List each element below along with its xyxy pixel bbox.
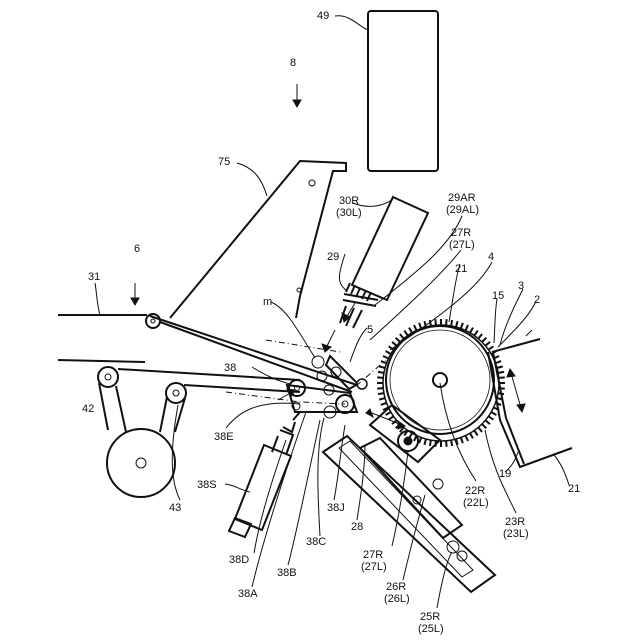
cover-hole-small bbox=[297, 288, 301, 292]
label-19: 19 bbox=[499, 468, 511, 480]
label-38j: 38J bbox=[327, 502, 345, 514]
label-8: 8 bbox=[290, 57, 296, 69]
label-30l: (30L) bbox=[336, 207, 362, 219]
label-43: 43 bbox=[169, 502, 181, 514]
lower-plate bbox=[58, 360, 145, 362]
roll-42-hub bbox=[136, 458, 146, 468]
label-25r: 25R bbox=[420, 611, 440, 623]
label-28: 28 bbox=[351, 521, 363, 533]
label-22r: 22R bbox=[465, 485, 485, 497]
label-6: 6 bbox=[134, 243, 140, 255]
label-26r: 26R bbox=[386, 581, 406, 593]
label-27r-top: 27R bbox=[451, 227, 471, 239]
label-42: 42 bbox=[82, 403, 94, 415]
label-23r: 23R bbox=[505, 516, 525, 528]
label-27l-bottom: (27L) bbox=[361, 561, 387, 573]
label-23l: (23L) bbox=[503, 528, 529, 540]
belt-upper bbox=[118, 369, 300, 392]
cover-75 bbox=[170, 161, 346, 318]
label-38d: 38D bbox=[229, 554, 249, 566]
roller-small-a-hub bbox=[105, 374, 111, 380]
label-38c: 38C bbox=[306, 536, 326, 548]
label-38: 38 bbox=[224, 362, 236, 374]
label-38e: 38E bbox=[214, 431, 234, 443]
roller-6-hub bbox=[151, 319, 155, 323]
upper-guide bbox=[160, 322, 352, 392]
label-15: 15 bbox=[492, 290, 504, 302]
roller-small-a bbox=[98, 367, 118, 387]
reference-labels: 49 8 75 30R (30L) 29AR (29AL) 27R (27L) … bbox=[82, 10, 580, 635]
label-29al: (29AL) bbox=[446, 204, 479, 216]
sensor-box-49 bbox=[368, 11, 438, 171]
label-38s: 38S bbox=[197, 479, 217, 491]
label-31: 31 bbox=[88, 271, 100, 283]
label-27r-bottom: 27R bbox=[363, 549, 383, 561]
label-21-top: 21 bbox=[455, 263, 467, 275]
label-38a: 38A bbox=[238, 588, 258, 600]
label-2: 2 bbox=[534, 294, 540, 306]
gear-27r-small-hub bbox=[404, 437, 412, 445]
label-30r: 30R bbox=[339, 195, 359, 207]
dashdot-38e bbox=[226, 392, 345, 404]
gear-21 bbox=[377, 319, 505, 447]
cover-hole bbox=[309, 180, 315, 186]
label-m: m bbox=[263, 296, 272, 308]
roller-small-b-hub bbox=[173, 390, 179, 396]
label-4: 4 bbox=[488, 251, 494, 263]
gear-teeth bbox=[377, 319, 505, 447]
label-49: 49 bbox=[317, 10, 329, 22]
roller-small-b bbox=[166, 383, 186, 403]
label-22l: (22L) bbox=[463, 497, 489, 509]
label-25l: (25L) bbox=[418, 623, 444, 635]
label-75: 75 bbox=[218, 156, 230, 168]
label-29: 29 bbox=[327, 251, 339, 263]
label-5: 5 bbox=[367, 324, 373, 336]
actuator-38s bbox=[229, 412, 300, 537]
belt-43 bbox=[99, 383, 185, 432]
roll-42 bbox=[107, 429, 175, 497]
label-38b: 38B bbox=[277, 567, 297, 579]
label-29ar: 29AR bbox=[448, 192, 476, 204]
label-26l: (26L) bbox=[384, 593, 410, 605]
label-27l-top: (27L) bbox=[449, 239, 475, 251]
guide-19 bbox=[488, 352, 572, 467]
label-21-bottom: 21 bbox=[568, 483, 580, 495]
leader-lines bbox=[95, 16, 569, 608]
label-3: 3 bbox=[518, 280, 524, 292]
